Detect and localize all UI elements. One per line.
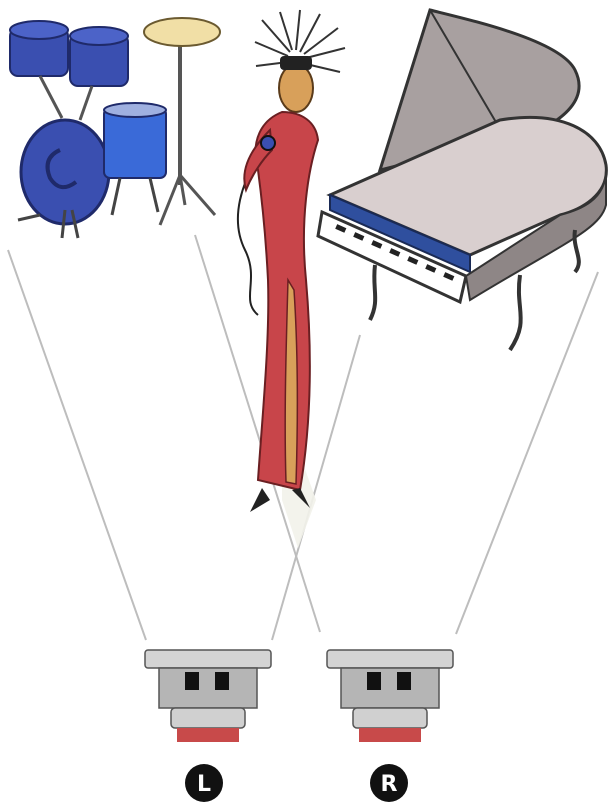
right-channel-label: R	[381, 772, 398, 797]
sound-path-right-outer	[456, 272, 598, 634]
speaker-left-icon	[145, 650, 271, 742]
speaker-right-icon	[327, 650, 453, 742]
left-channel-label: L	[197, 772, 211, 797]
bass-drum	[18, 120, 109, 238]
drum-kit-icon	[10, 18, 220, 238]
tom-drum-left	[10, 21, 68, 118]
right-channel-badge: R	[370, 764, 408, 802]
snare-drum	[104, 103, 166, 215]
sound-path-left-outer	[8, 250, 146, 640]
singer-icon	[238, 10, 345, 512]
grand-piano-icon	[318, 10, 606, 350]
left-channel-badge: L	[185, 764, 223, 802]
cymbal	[144, 18, 220, 46]
